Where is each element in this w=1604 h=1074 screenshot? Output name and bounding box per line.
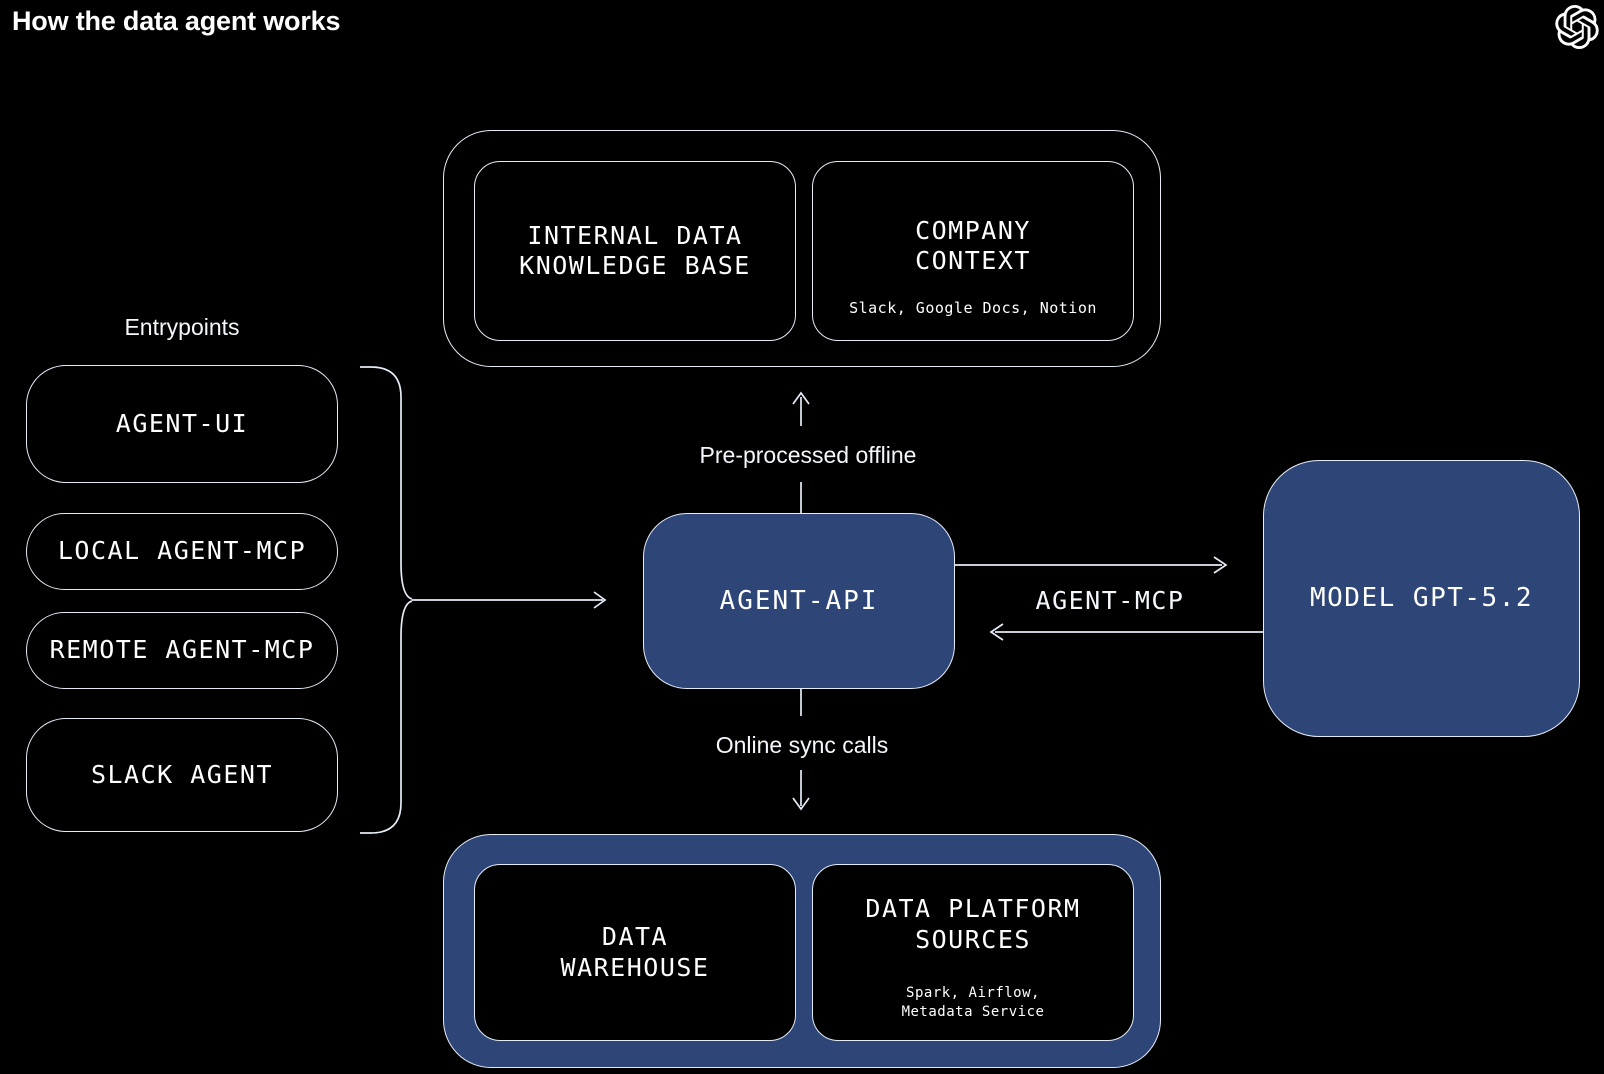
node-remote-agent-mcp: REMOTE AGENT-MCP [26,612,338,689]
node-agent-api: AGENT-API [643,513,955,689]
arrow-model-to-api-head [989,623,1004,641]
node-agent-ui: AGENT-UI [26,365,338,483]
node-title-line2: GPT-5.2 [1412,582,1533,613]
node-title-line2: CONTEXT [915,246,1031,275]
node-slack-agent: SLACK AGENT [26,718,338,832]
node-title-line1: DATA PLATFORM [865,894,1081,923]
arrow-entry-to-api-head [593,591,607,609]
node-slack-agent-label: SLACK AGENT [90,759,274,789]
knowledge-group: INTERNAL DATA KNOWLEDGE BASE COMPANY CON… [443,130,1161,367]
node-subtitle-line2: Metadata Service [901,1004,1045,1021]
node-remote-agent-mcp-label: REMOTE AGENT-MCP [49,635,315,665]
node-title-line2: KNOWLEDGE BASE [519,251,751,280]
node-title: DATA WAREHOUSE [475,922,795,983]
node-subtitle: Slack, Google Docs, Notion [849,298,1097,317]
node-data-warehouse: DATA WAREHOUSE [474,864,796,1041]
node-model-gpt-5-2: MODEL GPT-5.2 [1263,460,1580,737]
node-title: INTERNAL DATA KNOWLEDGE BASE [475,221,795,282]
node-title-line1: INTERNAL DATA [527,220,743,250]
page-title: How the data agent works [12,6,341,36]
node-title: MODEL GPT-5.2 [1310,582,1533,616]
node-company-context: COMPANY CONTEXT Slack, Google Docs, Noti… [812,161,1134,341]
node-title: DATA PLATFORM SOURCES [813,894,1133,1011]
arrow-api-to-model-head [1213,556,1228,574]
node-title: COMPANY CONTEXT [813,216,1133,287]
node-subtitle-line1: Spark, Airflow, [906,985,1040,1002]
node-subtitle: Spark, Airflow, Metadata Service [813,984,1133,1022]
node-title-line1: DATA [601,922,669,951]
node-agent-ui-label: AGENT-UI [115,408,249,438]
node-local-agent-mcp-label: LOCAL AGENT-MCP [57,536,307,566]
openai-logo-icon [1555,5,1599,49]
node-data-platform-sources: DATA PLATFORM SOURCES Spark, Airflow, Me… [812,864,1134,1041]
entrypoints-label: Entrypoints [124,314,240,340]
node-agent-api-label: AGENT-API [719,586,879,616]
node-title-line1: COMPANY [915,215,1031,245]
node-local-agent-mcp: LOCAL AGENT-MCP [26,513,338,590]
agent-mcp-label: AGENT-MCP [1035,586,1185,615]
node-internal-data-knowledge-base: INTERNAL DATA KNOWLEDGE BASE [474,161,796,341]
online-sync-calls-label: Online sync calls [715,732,889,758]
entry-bracket-top [360,366,413,600]
node-title-line1: MODEL [1309,582,1396,613]
node-title-line2: WAREHOUSE [560,952,710,982]
preprocessed-offline-label: Pre-processed offline [699,442,917,468]
node-title-line2: SOURCES [915,924,1031,954]
data-group: DATA WAREHOUSE DATA PLATFORM SOURCES Spa… [443,834,1161,1068]
arrow-api-to-data-head [792,797,810,811]
arrow-api-to-knowledge-head [792,391,810,405]
entry-bracket-bottom [360,600,413,834]
